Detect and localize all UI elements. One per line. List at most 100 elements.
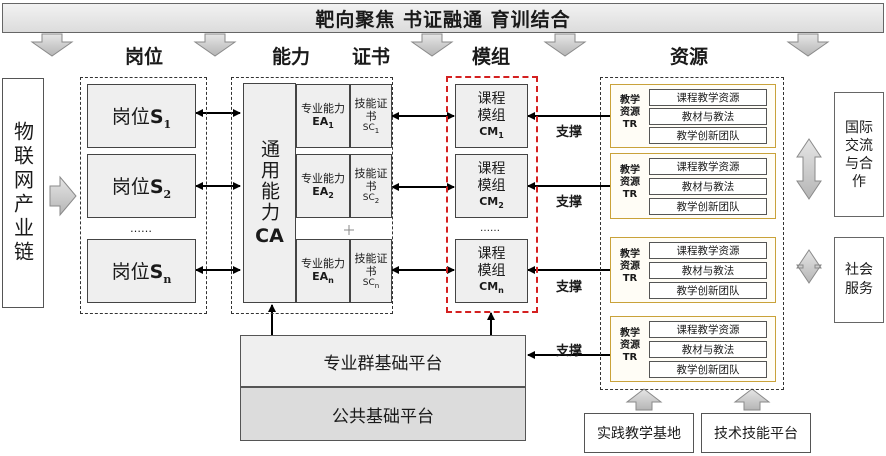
- special-ability-1-text: 专业能力: [301, 101, 345, 115]
- double-arrow-icon: [796, 249, 822, 284]
- resource-1-item-3: 教学创新团队: [649, 127, 767, 144]
- cert-1-text: 技能证书: [354, 97, 388, 124]
- resource-4-code: TR: [622, 352, 638, 363]
- module-ellipsis: ……: [480, 223, 500, 234]
- header-resource: 资源: [670, 46, 709, 68]
- module-group: [446, 76, 538, 313]
- header-ability: 能力: [272, 46, 311, 68]
- ability-group: [231, 77, 393, 314]
- post-n: 岗位Sn: [87, 239, 196, 303]
- module-n-sub: n: [498, 286, 504, 296]
- support-label-2: 支撑: [556, 195, 583, 210]
- title-text: 靶向聚焦 书证融通 育训结合: [315, 8, 571, 31]
- resource-1-code: TR: [622, 119, 638, 130]
- special-ability-n-sub: n: [328, 276, 334, 286]
- post-n-sub: n: [163, 272, 172, 286]
- resource-2-code: TR: [622, 189, 638, 200]
- post-1-sub: 1: [163, 117, 172, 131]
- support-label-4: 支撑: [556, 344, 583, 359]
- module-2-code: CM: [479, 195, 499, 209]
- posts-group: [80, 77, 207, 314]
- resource-4-item-1: 课程教学资源: [649, 321, 767, 338]
- special-ability-n-code: EA: [312, 269, 329, 283]
- special-ability-1-code: EA: [312, 114, 329, 128]
- down-arrow-icon: [786, 33, 830, 57]
- resource-3-code: TR: [622, 273, 638, 284]
- resource-3-item-2: 教材与教法: [649, 262, 767, 279]
- resource-4-item-3: 教学创新团队: [649, 361, 767, 378]
- cert-2-text: 技能证书: [354, 167, 388, 194]
- general-ability-code: CA: [255, 225, 284, 247]
- resource-3-item-1: 课程教学资源: [649, 242, 767, 259]
- down-arrow-icon: [30, 33, 74, 57]
- cert-n-code: SC: [362, 278, 375, 289]
- resource-group: [600, 77, 784, 390]
- resource-1-item-2: 教材与教法: [649, 108, 767, 125]
- industry-chain-box: 物联网产业链: [2, 78, 44, 308]
- special-ability-2-code: EA: [312, 184, 329, 198]
- post-ellipsis: ……: [130, 222, 152, 235]
- support-label-1: 支撑: [556, 125, 583, 140]
- up-arrow-icon: [733, 388, 771, 411]
- resource-2-item-1: 课程教学资源: [649, 158, 767, 175]
- industry-chain-text: 物联网产业链: [10, 121, 35, 265]
- cert-2-sub: 2: [374, 196, 380, 205]
- down-arrow-icon: [410, 33, 454, 57]
- general-ability-text: 通用能力: [258, 139, 280, 223]
- module-n-text: 课程模组: [477, 246, 506, 280]
- down-arrows: [30, 33, 830, 57]
- double-arrow-icon: [796, 138, 822, 200]
- resource-2-item-2: 教材与教法: [649, 178, 767, 195]
- public-platform: 公共基础平台: [240, 387, 526, 441]
- special-ability-1: 专业能力 EA1: [296, 84, 350, 148]
- professional-platform-text: 专业群基础平台: [323, 353, 443, 374]
- cert-n-sub: n: [374, 281, 380, 290]
- down-arrow-icon: [193, 33, 237, 57]
- cert-2: 技能证书 SC2: [350, 154, 392, 218]
- header-module: 模组: [472, 46, 511, 68]
- header-cert: 证书: [352, 46, 391, 68]
- module-1-sub: 1: [498, 131, 504, 141]
- module-2-text: 课程模组: [477, 161, 506, 195]
- special-ability-1-sub: 1: [328, 121, 334, 131]
- module-2: 课程模组 CM2: [455, 154, 528, 218]
- post-2-label: 岗位: [111, 175, 150, 198]
- special-ability-2: 专业能力 EA2: [296, 154, 350, 218]
- post-2: 岗位S2: [87, 154, 196, 218]
- title-bar: 靶向聚焦 书证融通 育训结合: [2, 3, 884, 33]
- output-social-text: 社会服务: [845, 262, 873, 297]
- general-ability-box: 通用能力 CA: [243, 83, 296, 303]
- output-social-box: 社会服务: [834, 237, 884, 323]
- resource-3-item-3: 教学创新团队: [649, 282, 767, 299]
- cert-1-code: SC: [362, 123, 375, 134]
- resource-2-item-3: 教学创新团队: [649, 198, 767, 215]
- tech-platform: 技术技能平台: [701, 413, 811, 453]
- up-arrow-icon: [625, 388, 663, 411]
- post-1-label: 岗位: [111, 105, 150, 128]
- post-ability-links: [195, 109, 610, 359]
- post-1: 岗位S1: [87, 84, 196, 148]
- output-intl-box: 国际交流与合作: [834, 92, 884, 217]
- resource-4-item-2: 教材与教法: [649, 341, 767, 358]
- cert-2-code: SC: [362, 193, 375, 204]
- cert-1-sub: 1: [374, 126, 380, 135]
- professional-platform: 专业群基础平台: [240, 335, 526, 387]
- cert-n: 技能证书 SCn: [350, 239, 392, 303]
- module-1-code: CM: [479, 125, 499, 139]
- module-1-text: 课程模组: [477, 91, 506, 125]
- module-n-code: CM: [479, 280, 499, 294]
- header-post: 岗位: [125, 46, 164, 68]
- special-ability-n: 专业能力 EAn: [296, 239, 350, 303]
- post-2-sub: 2: [163, 187, 172, 201]
- special-ability-2-sub: 2: [328, 191, 334, 201]
- resource-1-item-1: 课程教学资源: [649, 89, 767, 106]
- module-2-sub: 2: [498, 201, 504, 211]
